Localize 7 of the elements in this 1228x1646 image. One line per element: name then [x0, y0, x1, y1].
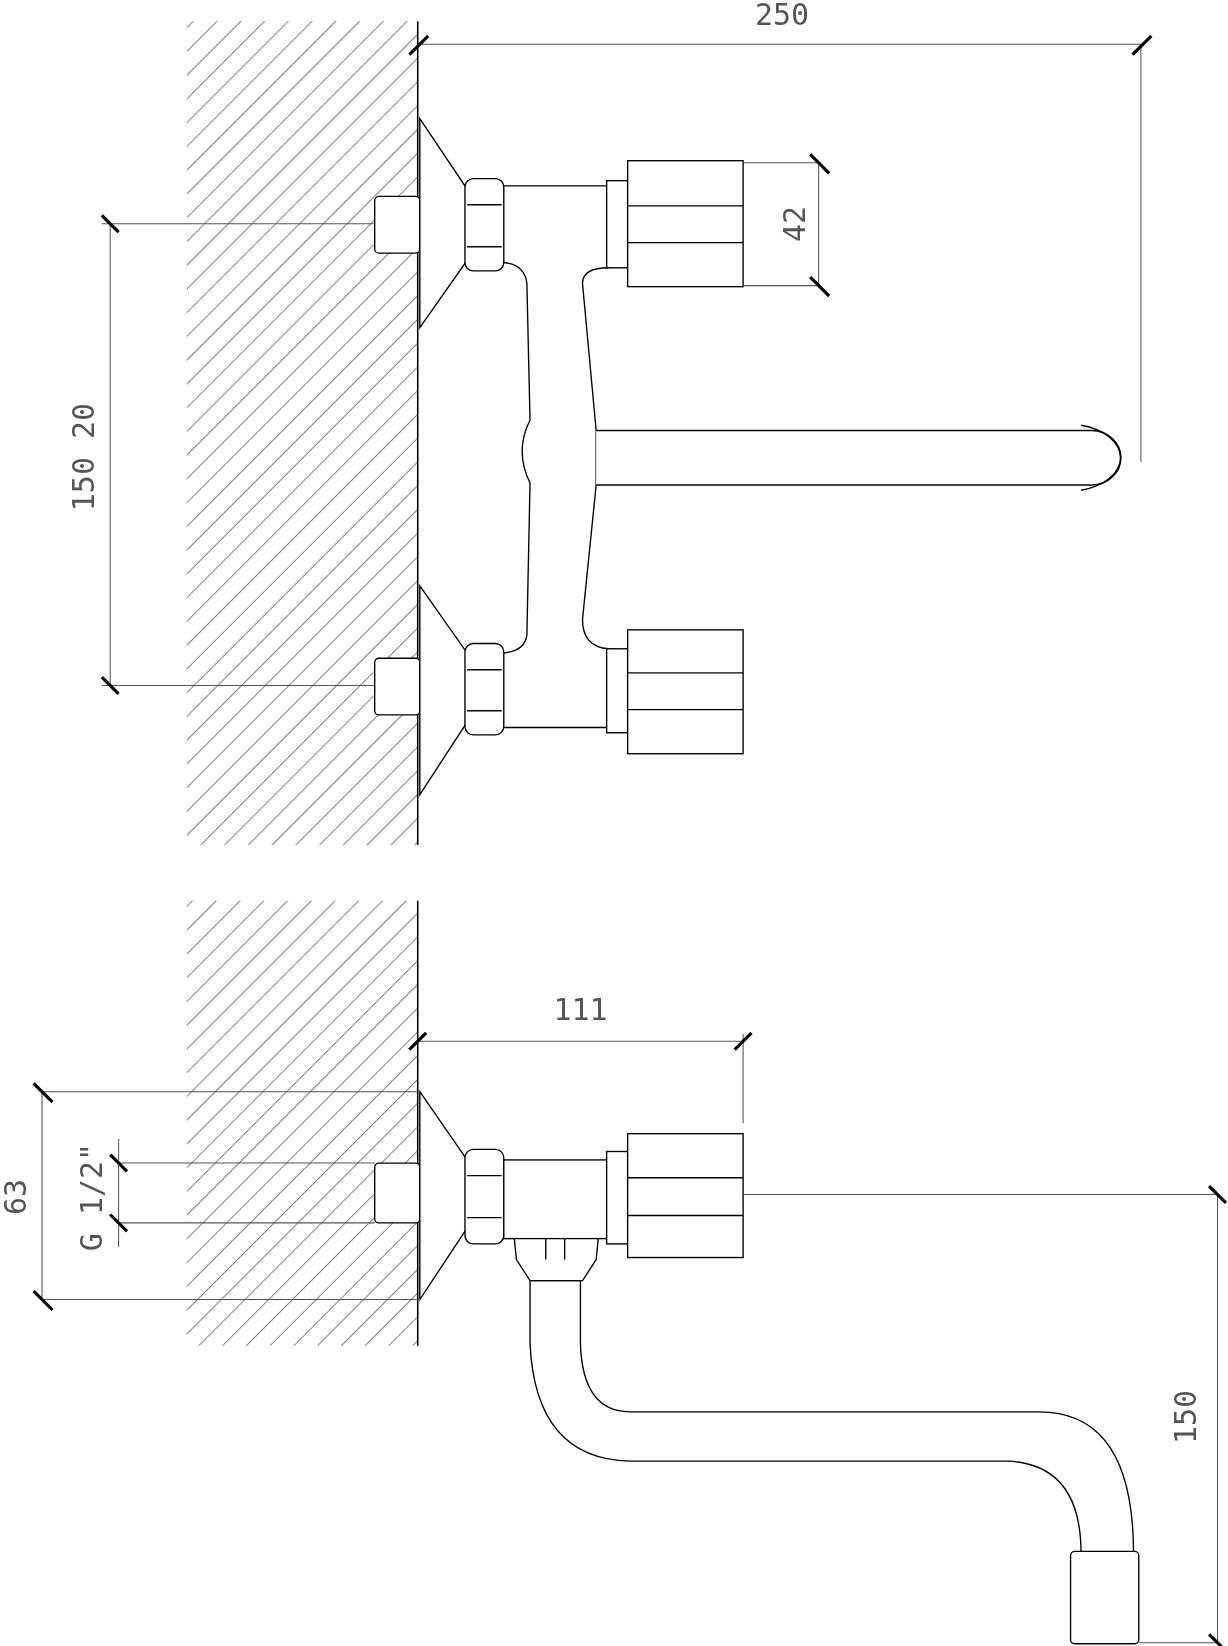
dimension-label: 150 — [1171, 1389, 1202, 1444]
dimension-label: 250 — [754, 0, 810, 30]
dimension-label: 42 — [779, 205, 810, 242]
dimension-label: 111 — [553, 994, 608, 1025]
dimension-label: 150 20 — [69, 402, 100, 511]
dimension-label: G 1/2" — [77, 1142, 108, 1251]
dimension-label: 63 — [0, 1178, 31, 1215]
